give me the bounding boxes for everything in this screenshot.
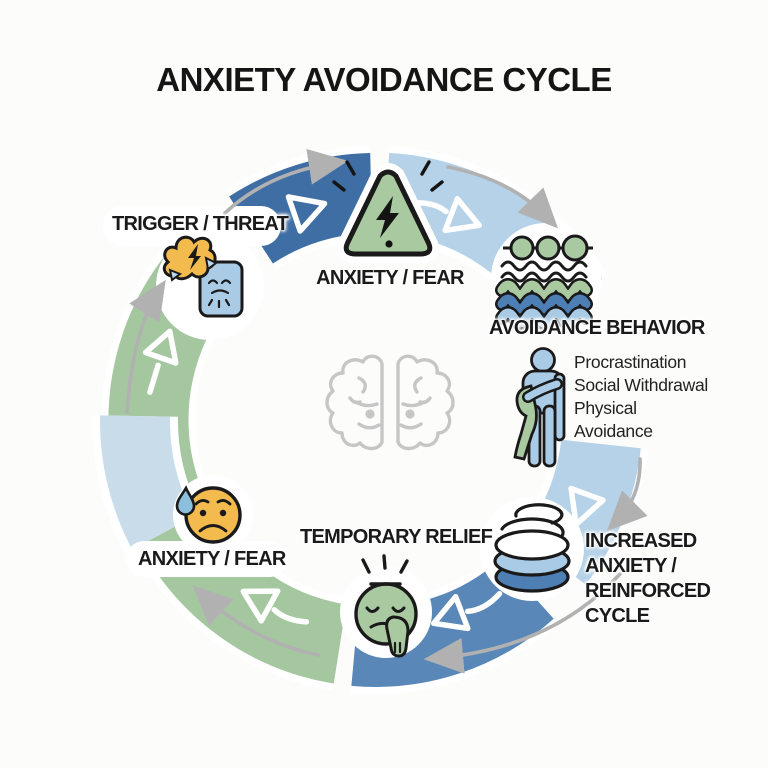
spiral-coil-icon — [493, 503, 571, 593]
anxiety-fear-top-label: ANXIETY / FEAR — [316, 267, 464, 289]
emphasis-marks — [332, 160, 444, 192]
increased-anxiety-label: INCREASED ANXIETY / REINFORCED CYCLE — [585, 530, 711, 627]
flow-arrow-left — [142, 328, 179, 395]
trigger-threat-label: TRIGGER / THREAT — [112, 213, 289, 235]
avoidance-example-social-withdrawal: Social Withdrawal — [574, 375, 708, 395]
flow-arrow-top-left — [285, 194, 328, 234]
card-worried-face — [207, 279, 232, 309]
gray-arrow-bottom-left — [192, 585, 320, 657]
avoidance-examples-list: Procrastination Social Withdrawal Physic… — [574, 351, 726, 443]
worried-face-teardrop-icon — [175, 485, 242, 544]
flow-arrow-bottom-right — [430, 591, 503, 632]
worried-brows — [194, 499, 232, 533]
temporary-relief-label: TEMPORARY RELIEF — [300, 526, 493, 548]
ring-segment-pale-blue-left — [99, 415, 195, 550]
avoidance-example-physical-avoidance: Physical Avoidance — [574, 398, 653, 441]
lightning-bolt — [188, 244, 201, 270]
diagram-title: ANXIETY AVOIDANCE CYCLE — [156, 61, 612, 98]
relieved-face-icon — [354, 554, 418, 658]
hunched-figure — [513, 384, 538, 461]
teardrop — [175, 485, 196, 516]
flow-arrow-bottom-left — [240, 588, 310, 625]
outer-gray-arrows — [125, 148, 648, 674]
avoidance-example-procrastination: Procrastination — [574, 352, 687, 372]
gray-arrow-top-right — [446, 165, 559, 229]
anxiety-fear-bottom-label: ANXIETY / FEAR — [138, 548, 286, 570]
wave-lines — [495, 260, 593, 330]
warning-triangle-lightning-icon — [332, 160, 444, 263]
shock-event-icon — [162, 235, 244, 318]
lightning-bolt — [376, 196, 399, 238]
storm-cloud — [162, 235, 218, 282]
gray-arrow-left — [125, 279, 166, 414]
gray-arrow-right — [606, 457, 648, 532]
withdrawn-person-icon — [513, 347, 566, 468]
hand-over-mouth — [385, 615, 410, 658]
ring-flow-arrows — [142, 194, 606, 632]
sinking-waves-icon — [495, 234, 593, 330]
flow-arrow-right — [568, 485, 606, 528]
emphasis-marks — [361, 554, 409, 586]
gray-arrow-bottom-right — [423, 572, 622, 674]
gray-arrow-top-left — [223, 148, 349, 215]
brain-icon — [325, 354, 455, 451]
avoidance-behavior-label: AVOIDANCE BEHAVIOR — [489, 317, 705, 339]
